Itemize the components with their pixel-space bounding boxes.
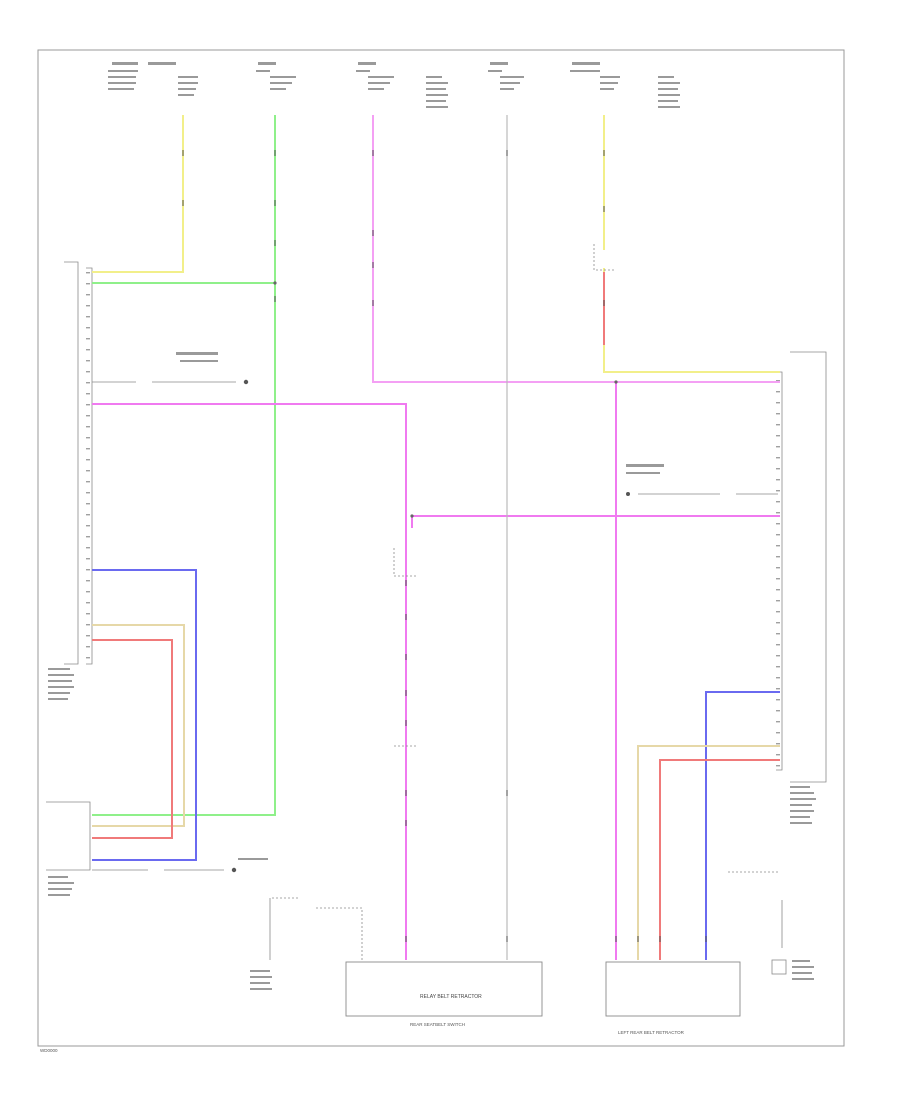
left-connector-pins [86,272,90,659]
ground-icon [626,492,630,496]
switch-bottom-label: REAR SEATBELT SWITCH [410,1022,465,1027]
top-labels [108,62,680,108]
lower-left-connector [46,801,91,871]
right-mid-callout [626,464,778,496]
right-lower-sensor [728,871,814,980]
right-connector-label [790,786,816,824]
left-connector-block [64,261,93,665]
switch-center-label: RELAY BELT RETRACTOR [420,994,482,1000]
diagram-frame [37,49,845,1047]
wire-red-right [659,759,780,960]
lower-left-ground [92,858,268,873]
left-connector-label [48,668,74,700]
wire-blue-left [92,569,197,861]
wire-yellow-left [92,115,184,273]
bottom-switch-right: LEFT REAR BELT RETRACTOR [605,961,741,1035]
wire-pink-left [92,403,407,960]
ground-icon [243,379,249,385]
wire-ticks [182,150,707,942]
wire-green-main [92,115,276,816]
center-junction [393,244,614,747]
wire-tan-right [637,745,780,960]
ground-icon [231,867,237,873]
bottom-switch-center: RELAY BELT RETRACTOR REAR SEATBELT SWITC… [345,961,543,1027]
lower-left-label [48,876,74,896]
lower-left-sensor [250,897,363,990]
splice-points [273,281,618,518]
wire-yellow-right-lower [603,268,780,373]
right-unit-label: LEFT REAR BELT RETRACTOR [618,1030,685,1035]
right-connector-block [776,351,827,783]
right-connector-pins [776,380,780,767]
wire-blue-right [705,691,780,960]
diagram-code: WD0000 [40,1048,58,1053]
mid-left-callout [92,352,249,385]
wire-red-left [92,639,173,839]
wire-tan-left [92,624,185,827]
wire-pink-top [372,115,780,383]
